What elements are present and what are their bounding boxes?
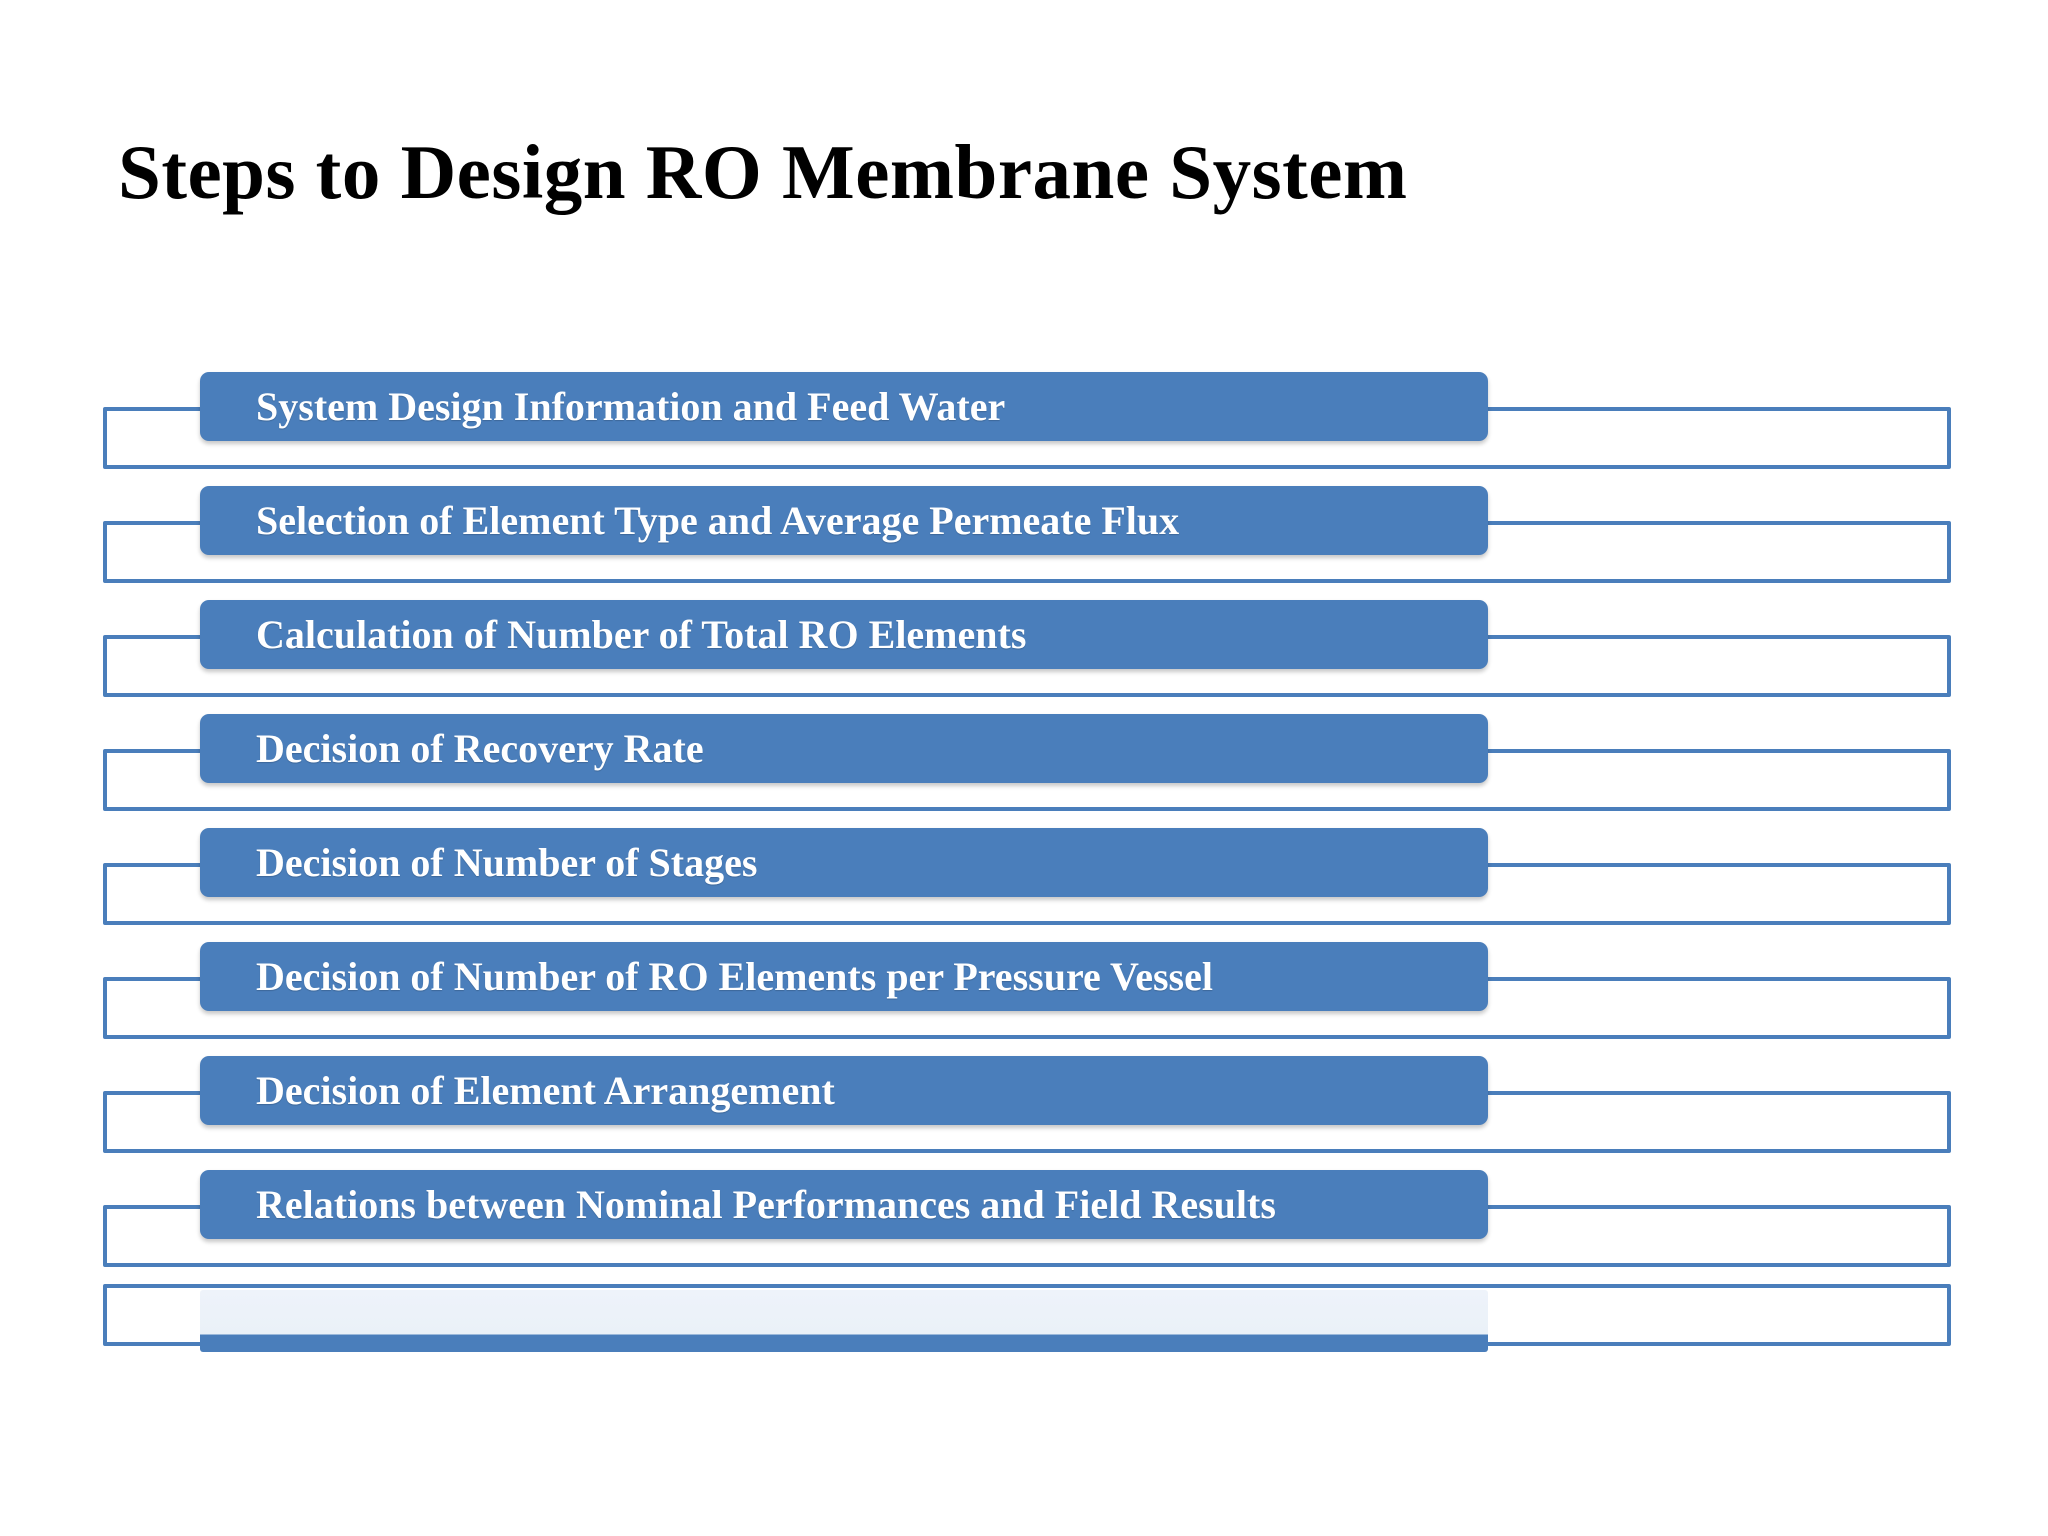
step-bar[interactable]: [200, 1290, 1488, 1352]
step-label: Decision of Number of RO Elements per Pr…: [256, 953, 1213, 999]
step-row[interactable]: [0, 1284, 2048, 1394]
step-label: Relations between Nominal Performances a…: [256, 1181, 1276, 1227]
step-row[interactable]: Decision of Number of Stages: [0, 828, 2048, 938]
step-bar[interactable]: Calculation of Number of Total RO Elemen…: [200, 600, 1488, 669]
step-bar[interactable]: Decision of Number of Stages: [200, 828, 1488, 897]
step-bar[interactable]: Decision of Element Arrangement: [200, 1056, 1488, 1125]
step-label: System Design Information and Feed Water: [256, 383, 1006, 429]
step-bar[interactable]: Relations between Nominal Performances a…: [200, 1170, 1488, 1239]
step-row[interactable]: Decision of Number of RO Elements per Pr…: [0, 942, 2048, 1052]
step-label: Decision of Recovery Rate: [256, 725, 704, 771]
step-label: Decision of Number of Stages: [256, 839, 758, 885]
step-bar[interactable]: Decision of Recovery Rate: [200, 714, 1488, 783]
page-title: Steps to Design RO Membrane System: [118, 129, 1408, 215]
step-label: Calculation of Number of Total RO Elemen…: [256, 611, 1027, 657]
step-row[interactable]: System Design Information and Feed Water: [0, 372, 2048, 482]
step-bar[interactable]: Decision of Number of RO Elements per Pr…: [200, 942, 1488, 1011]
step-bar[interactable]: Selection of Element Type and Average Pe…: [200, 486, 1488, 555]
step-row[interactable]: Decision of Element Arrangement: [0, 1056, 2048, 1166]
step-label: Decision of Element Arrangement: [256, 1067, 835, 1113]
step-row[interactable]: Decision of Recovery Rate: [0, 714, 2048, 824]
step-label: Selection of Element Type and Average Pe…: [256, 497, 1180, 543]
step-row[interactable]: Relations between Nominal Performances a…: [0, 1170, 2048, 1280]
step-row[interactable]: Calculation of Number of Total RO Elemen…: [0, 600, 2048, 710]
step-bar[interactable]: System Design Information and Feed Water: [200, 372, 1488, 441]
step-row[interactable]: Selection of Element Type and Average Pe…: [0, 486, 2048, 596]
